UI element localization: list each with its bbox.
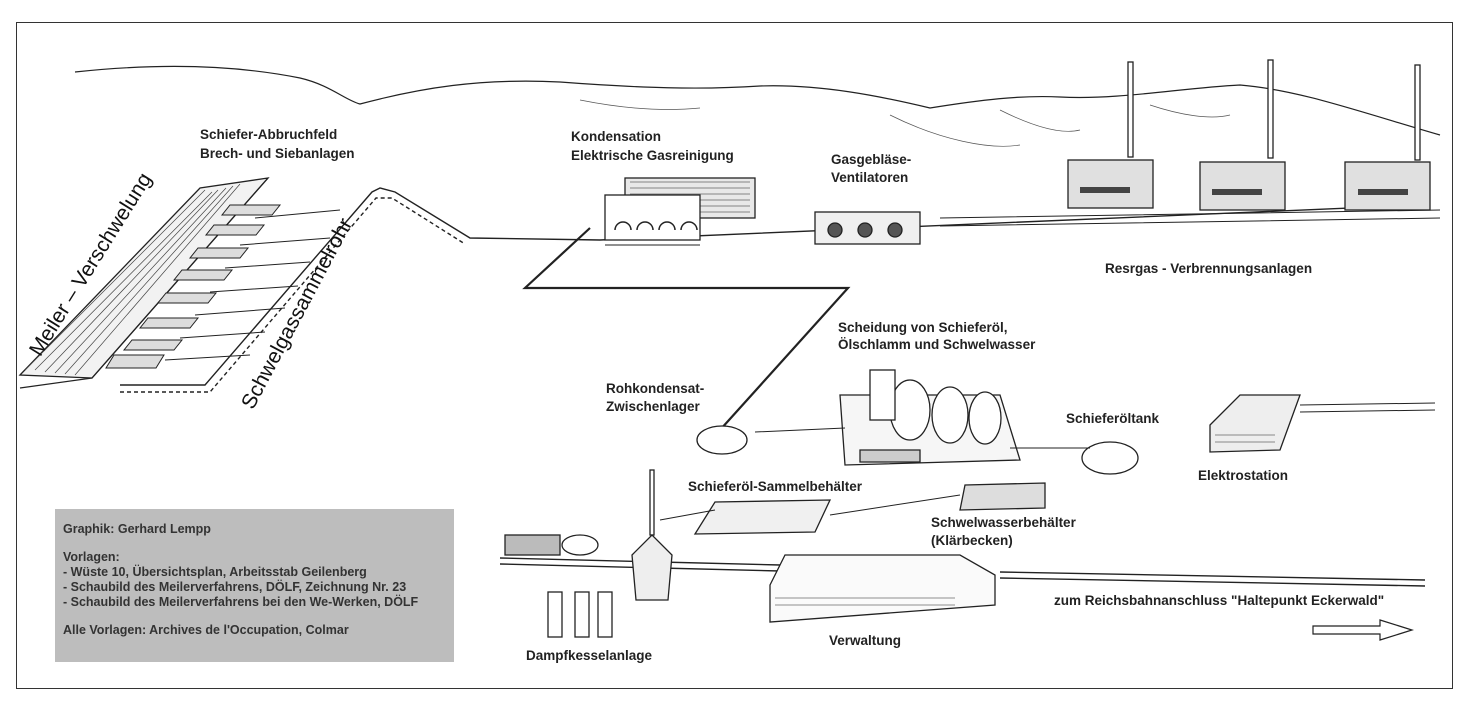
label-klaerbecken: (Klärbecken) [931, 533, 1013, 548]
label-ventilatoren: Ventilatoren [831, 170, 909, 185]
credits-vorlage: - Schaubild des Meilerverfahrens, DÖLF, … [63, 580, 407, 594]
label-brechanlagen: Brech- und Siebanlagen [200, 146, 355, 161]
label-reichsbahn: zum Reichsbahnanschluss "Haltepunkt Ecke… [1054, 593, 1385, 608]
label-kondensation: Kondensation [571, 129, 661, 144]
meiler-chambers [105, 204, 282, 369]
separation-plant [839, 369, 1021, 466]
credits-vorlage: - Wüste 10, Übersichtsplan, Arbeitsstab … [63, 565, 367, 579]
waste-water-basin [959, 482, 1046, 511]
hill-shade [579, 99, 1231, 147]
credits-archives: Alle Vorlagen: Archives de l'Occupation,… [63, 623, 349, 637]
label-zwischenlager: Zwischenlager [606, 399, 700, 414]
label-geblaese: Gasgebläse- [831, 152, 912, 167]
credits-author: Graphik: Gerhard Lempp [63, 522, 211, 536]
administration-building [769, 554, 996, 623]
label-sammelbehaelter: Schieferöl-Sammelbehälter [688, 479, 863, 494]
label-dampfkessel: Dampfkesselanlage [526, 648, 653, 663]
credits-vorlagen-title: Vorlagen: [63, 550, 120, 564]
label-schwelwasser: Schwelwasserbehälter [931, 515, 1076, 530]
label-scheidung: Scheidung von Schieferöl, [838, 320, 1008, 335]
boiler-plant [504, 469, 673, 638]
label-oelschlamm: Ölschlamm und Schwelwasser [838, 337, 1036, 352]
label-oeltank: Schieferöltank [1066, 411, 1160, 426]
credits-vorlage: - Schaubild des Meilerverfahrens bei den… [63, 595, 419, 609]
hill-line [74, 65, 1441, 136]
label-rohkondensat: Rohkondensat- [606, 381, 705, 396]
arrow-right-icon [1312, 619, 1415, 641]
condensation-building [604, 177, 756, 246]
condensate-line [522, 227, 851, 431]
label-elektrostation: Elektrostation [1198, 468, 1289, 483]
credits-box: Graphik: Gerhard Lempp Vorlagen: - Wüste… [55, 509, 454, 662]
raw-condensate-tank [696, 425, 748, 455]
electro-station [1209, 394, 1436, 453]
gas-blowers [814, 211, 921, 245]
label-gasreinigung: Elektrische Gasreinigung [571, 148, 734, 163]
label-restgas: Resrgas - Verbrennungsanlagen [1105, 261, 1313, 276]
meiler-drawing [18, 177, 270, 389]
diagram-frame [16, 22, 1453, 689]
oil-tank [1081, 441, 1139, 475]
label-abbruchfeld: Schiefer-Abbruchfeld [200, 127, 338, 142]
oil-collector-basin [693, 499, 832, 535]
label-verwaltung: Verwaltung [829, 633, 902, 648]
restgas-burners [939, 59, 1441, 227]
